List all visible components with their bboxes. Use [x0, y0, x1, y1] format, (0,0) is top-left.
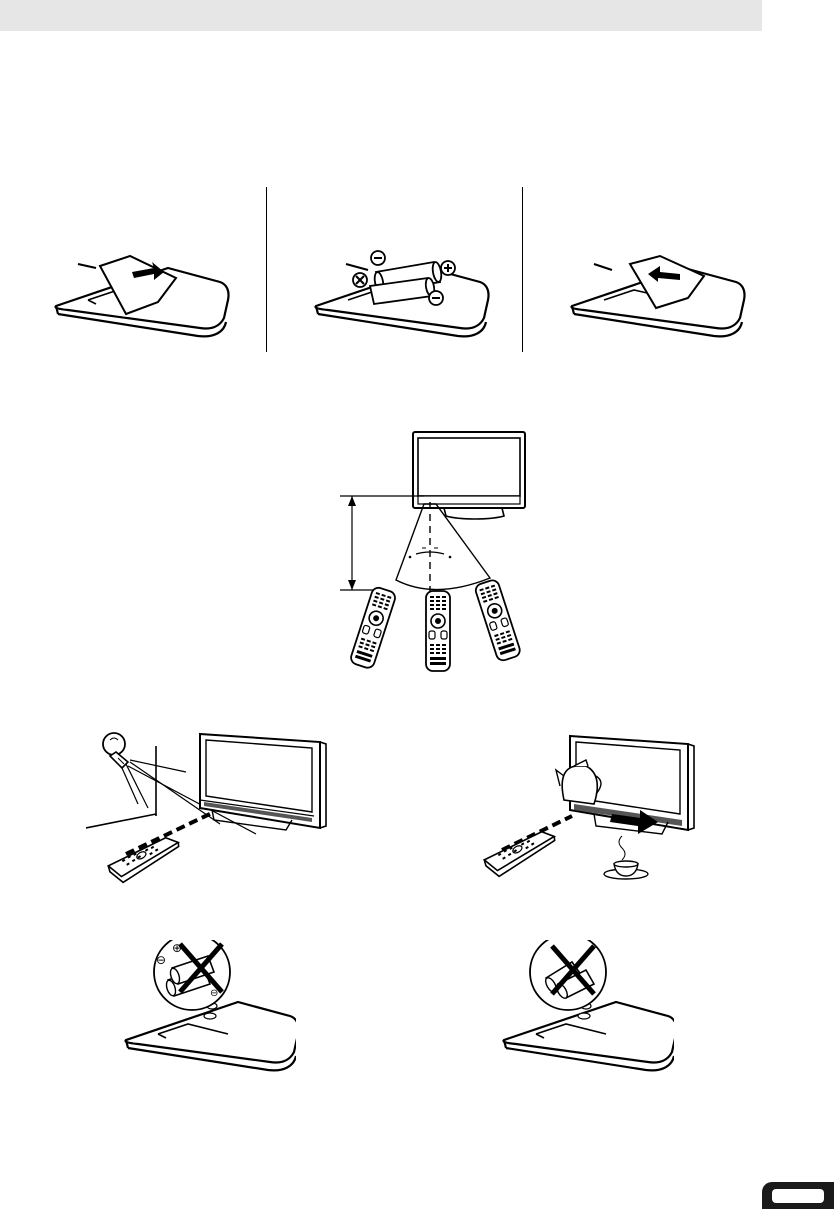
figure-battery-types: battery-types-prohibited-icon: [502, 940, 674, 1072]
divider-2: [522, 187, 523, 352]
figure-step3-close-cover: remote-close-cover-icon: [570, 254, 746, 338]
battery-lower: [368, 276, 436, 306]
figure-direct-light: direct-light-warning-icon: [86, 732, 327, 885]
coffee-pot: [554, 759, 602, 805]
tv-set: [412, 431, 526, 520]
minus-symbol-2: ⊖: [210, 988, 218, 999]
figure-step2-insert-batteries: insert-batteries-icon: [314, 250, 490, 338]
tv-set-angled: [199, 732, 327, 831]
plus-symbol: ⊕: [172, 941, 182, 955]
figure-mixed-batteries: ⊕ ⊖ ⊖ mixed-batteries-prohibited-icon: [124, 940, 296, 1072]
page-number-tab: [762, 1182, 834, 1209]
figure-step1-open-cover: remote-open-cover-icon: [54, 254, 230, 338]
lamp: [102, 732, 130, 770]
range-cone: [395, 503, 492, 591]
minus-symbol: ⊖: [156, 953, 166, 967]
coffee-cup: [603, 860, 649, 880]
divider-1: [266, 187, 267, 352]
figure-operating-range: remote-operating-range-icon: [340, 431, 526, 672]
tv-set-angled: [569, 734, 695, 835]
page-number-box: [772, 1189, 824, 1203]
prohibition-circle: [529, 940, 607, 1011]
prohibition-circle: ⊕ ⊖ ⊖: [153, 940, 231, 1011]
header-bar: [0, 0, 762, 31]
figure-obstacle: obstacle-warning-icon: [482, 734, 695, 880]
